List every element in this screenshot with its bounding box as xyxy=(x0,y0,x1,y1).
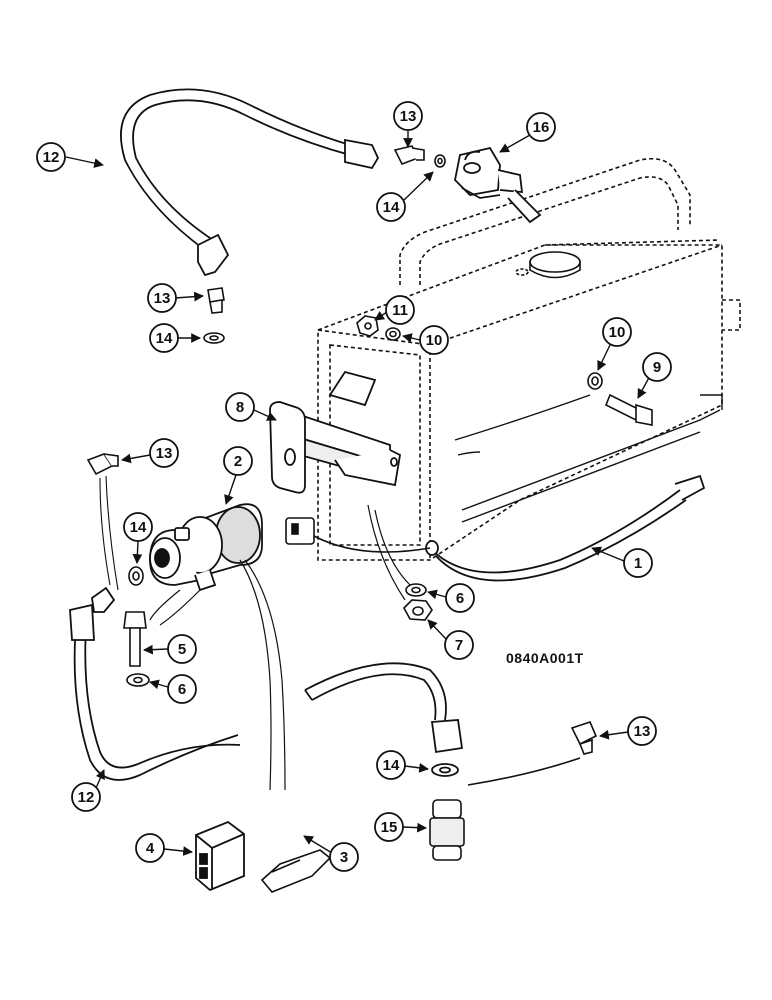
pump xyxy=(149,503,263,592)
guide-line xyxy=(367,504,406,601)
callout-14: 14 xyxy=(123,512,153,564)
callout-label: 11 xyxy=(392,302,408,319)
callout-5: 5 xyxy=(143,634,197,664)
callout-13: 13 xyxy=(147,283,204,313)
hose-12-bottom xyxy=(69,586,241,781)
nut-11 xyxy=(356,315,401,341)
callout-label: 14 xyxy=(383,757,400,774)
fitting-13-c xyxy=(86,453,144,586)
tank-base-rail xyxy=(461,394,723,523)
callout-label: 13 xyxy=(156,445,173,462)
callout-label: 6 xyxy=(456,590,464,607)
callout-label: 15 xyxy=(381,819,398,836)
callout-label: 13 xyxy=(154,290,171,307)
hose-bottom xyxy=(304,662,464,777)
callout-label: 14 xyxy=(156,330,173,347)
inline-filter xyxy=(429,799,465,861)
callout-label: 14 xyxy=(383,199,400,216)
guide-line xyxy=(374,509,411,586)
bolt-5 xyxy=(123,611,150,687)
callout-14: 14 xyxy=(376,750,429,780)
callout-10: 10 xyxy=(597,317,632,371)
callout-label: 4 xyxy=(146,840,155,857)
callout-label: 13 xyxy=(400,108,417,125)
callout-13: 13 xyxy=(393,101,423,148)
electrical-connector xyxy=(285,517,431,553)
pump-wires xyxy=(149,559,286,791)
callout-6: 6 xyxy=(427,583,475,613)
filler-cap xyxy=(515,251,581,279)
callout-label: 12 xyxy=(43,149,60,166)
mounting-bracket xyxy=(269,370,401,494)
callout-6: 6 xyxy=(149,674,197,704)
hose-1 xyxy=(425,474,706,582)
fitting-13-a xyxy=(203,287,225,344)
callout-9: 9 xyxy=(637,352,672,399)
callout-label: 10 xyxy=(609,324,626,341)
callout-10: 10 xyxy=(402,325,449,355)
drain-tap xyxy=(454,146,542,224)
callout-label: 16 xyxy=(533,119,550,136)
guide-line xyxy=(99,477,111,586)
callout-label: 13 xyxy=(634,723,651,740)
callout-13: 13 xyxy=(599,716,657,746)
callout-label: 5 xyxy=(178,641,186,658)
connector-block xyxy=(195,820,245,892)
callout-label: 3 xyxy=(340,849,348,866)
callout-4: 4 xyxy=(135,833,193,863)
figure-reference-code: 0840A001T xyxy=(506,650,584,666)
washer-6-nut-7 xyxy=(403,583,433,621)
callout-14: 14 xyxy=(149,323,201,353)
callout-label: 9 xyxy=(653,359,661,376)
callout-label: 2 xyxy=(234,453,242,470)
callout-label: 10 xyxy=(426,332,443,349)
fitting-13-d xyxy=(467,721,598,786)
callout-15: 15 xyxy=(374,812,427,842)
tank-handle xyxy=(399,157,691,285)
spade-terminal xyxy=(260,849,332,893)
callout-1: 1 xyxy=(591,546,653,578)
callout-14: 14 xyxy=(376,171,434,222)
tank-internal-lines xyxy=(454,394,591,456)
water-tank xyxy=(317,239,741,561)
fitting-13-b xyxy=(393,145,446,168)
callout-label: 1 xyxy=(634,555,642,572)
callout-12: 12 xyxy=(36,142,104,172)
callout-label: 14 xyxy=(130,519,147,536)
callout-label: 7 xyxy=(455,637,463,654)
callout-16: 16 xyxy=(499,112,556,153)
callout-7: 7 xyxy=(427,619,474,660)
callout-12: 12 xyxy=(71,769,105,812)
callout-11: 11 xyxy=(374,295,415,325)
callout-label: 6 xyxy=(178,681,186,698)
callout-label: 12 xyxy=(78,789,95,806)
callout-2: 2 xyxy=(223,446,253,505)
callout-8: 8 xyxy=(225,392,277,422)
bolt-9 xyxy=(587,372,653,426)
callout-13: 13 xyxy=(121,438,179,468)
callout-3: 3 xyxy=(303,835,359,872)
callout-label: 8 xyxy=(236,399,244,416)
guide-line xyxy=(105,475,119,591)
hose-12-top xyxy=(120,88,380,277)
